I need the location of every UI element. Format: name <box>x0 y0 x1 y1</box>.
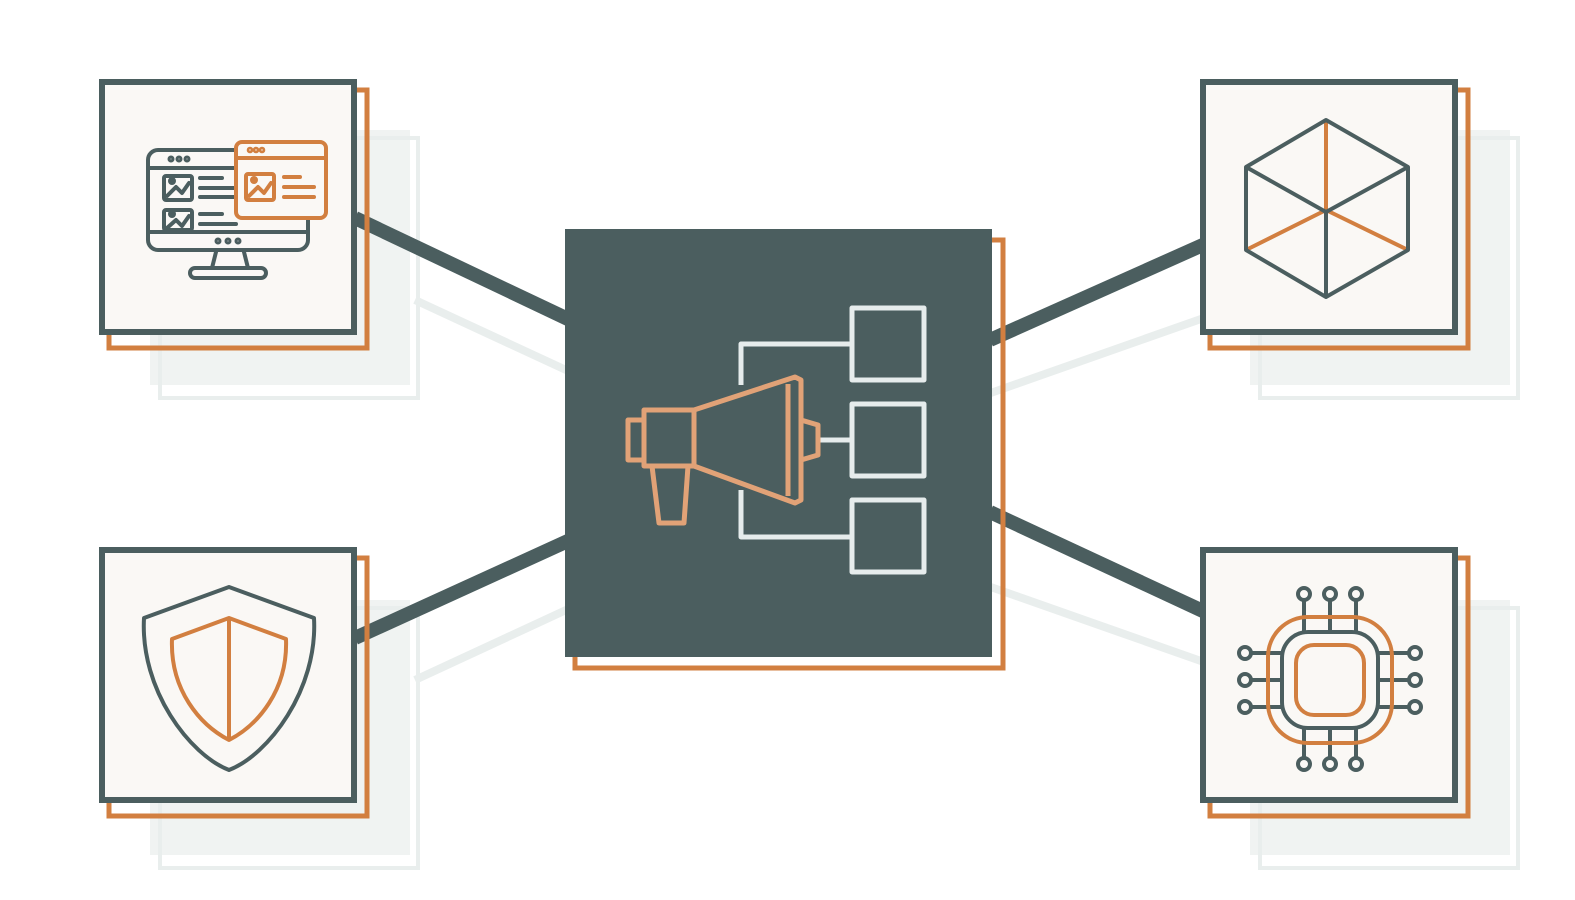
connector-bottom-left <box>352 533 573 645</box>
monitor-windows-icon <box>146 140 328 280</box>
node-bottom-right <box>1200 547 1471 819</box>
connector-bottom-right <box>987 505 1208 619</box>
node-bottom-left <box>99 547 370 819</box>
connector-lines <box>351 211 1208 645</box>
shield-icon <box>141 585 317 772</box>
megaphone-hierarchy-icon <box>625 305 927 575</box>
cube-icon <box>1244 118 1410 299</box>
node-top-left <box>99 79 370 351</box>
connector-top-right <box>987 237 1208 347</box>
connector-top-left <box>351 211 574 327</box>
chip-icon <box>1237 586 1423 772</box>
node-top-right <box>1200 79 1471 351</box>
center-hub <box>565 229 1006 671</box>
